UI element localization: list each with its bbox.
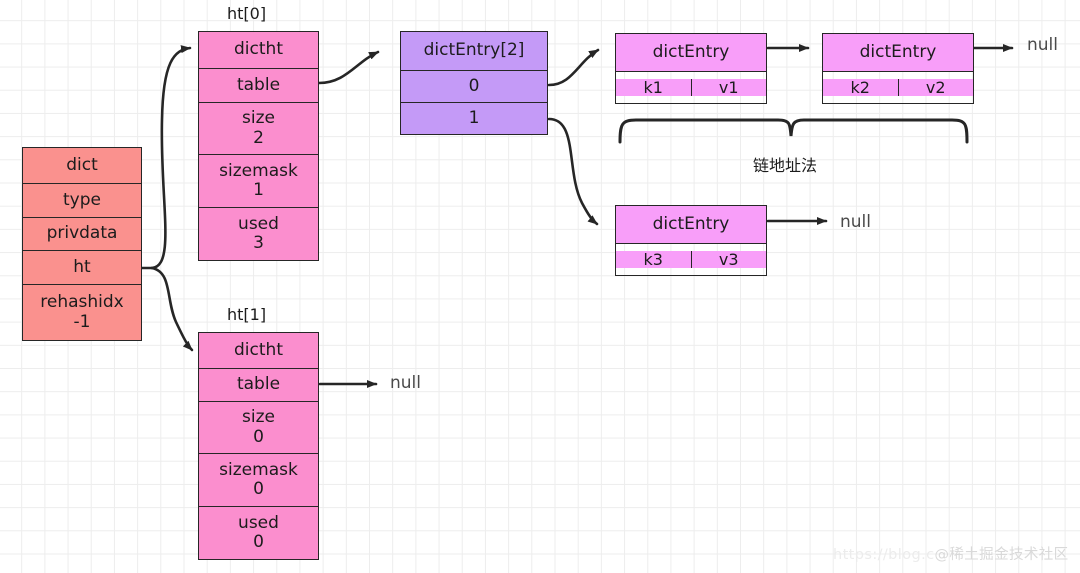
chaining-brace — [618, 118, 969, 144]
dictentry-array-slot-1: 1 — [401, 103, 547, 134]
dictentry-k2-key: k2 — [823, 78, 899, 97]
dict-row-privdata: privdata — [23, 218, 141, 251]
dictentry-k3-kv: k3 v3 — [616, 244, 766, 275]
null-label-ht1-table: null — [390, 373, 421, 393]
dictentry-node-k1: dictEntry k1 v1 — [615, 33, 767, 104]
watermark-handle: @稀土掘金技术社区 — [934, 547, 1069, 563]
dictentry-k2-header: dictEntry — [823, 34, 973, 72]
ht0-row-sizemask: sizemask 1 — [199, 155, 318, 208]
dictentry-array-header: dictEntry[2] — [401, 32, 547, 71]
dictentry-k2-kv: k2 v2 — [823, 72, 973, 103]
label-ht1: ht[1] — [227, 305, 267, 324]
null-label-entry-k3: null — [840, 212, 871, 232]
ht0-row-dictht: dictht — [199, 32, 318, 69]
dictentry-k1-header: dictEntry — [616, 34, 766, 72]
arrow-slot0-to-entry-k1 — [547, 48, 600, 87]
dict-row-rehashidx: rehashidx -1 — [23, 285, 141, 340]
dict-row-name: dict — [23, 148, 141, 184]
ht1-row-used: used 0 — [199, 507, 318, 559]
arrow-ht0table-to-array — [317, 50, 380, 85]
ht1-row-size: size 0 — [199, 402, 318, 454]
arrow-ht-to-ht1 — [150, 266, 194, 352]
dict-row-type: type — [23, 184, 141, 218]
watermark-url: https://blog.c — [833, 547, 935, 563]
ht0-row-table: table — [199, 69, 318, 103]
label-chaining-method: 链地址法 — [753, 156, 818, 175]
dictentry-array-slot-0: 0 — [401, 71, 547, 103]
label-ht0: ht[0] — [227, 4, 267, 23]
dict-struct-box: dict type privdata ht rehashidx -1 — [22, 147, 142, 341]
arrow-ht-to-ht0 — [150, 45, 192, 270]
watermark: https://blog.c@稀土掘金技术社区 — [833, 543, 1069, 564]
dictentry-k2-value: v2 — [898, 78, 973, 97]
dictentry-k1-key: k1 — [616, 78, 692, 97]
dictentry-array-box: dictEntry[2] 0 1 — [400, 31, 548, 135]
dictentry-k3-value: v3 — [691, 250, 766, 269]
dictentry-node-k3: dictEntry k3 v3 — [615, 205, 767, 276]
dictentry-k3-header: dictEntry — [616, 206, 766, 244]
dictentry-node-k2: dictEntry k2 v2 — [822, 33, 974, 104]
null-label-entry-k2: null — [1027, 35, 1058, 55]
ht1-row-sizemask: sizemask 0 — [199, 454, 318, 507]
dictentry-k3-key: k3 — [616, 250, 692, 269]
dictentry-k1-kv: k1 v1 — [616, 72, 766, 103]
dictentry-k1-value: v1 — [691, 78, 766, 97]
dict-row-ht: ht — [23, 251, 141, 285]
ht0-row-size: size 2 — [199, 103, 318, 155]
ht1-dictht-box: dictht table size 0 sizemask 0 used 0 — [198, 332, 319, 560]
ht1-row-dictht: dictht — [199, 333, 318, 369]
ht0-row-used: used 3 — [199, 208, 318, 260]
arrow-slot1-to-entry-k3 — [547, 117, 599, 226]
ht1-row-table: table — [199, 369, 318, 402]
ht0-dictht-box: dictht table size 2 sizemask 1 used 3 — [198, 31, 319, 261]
